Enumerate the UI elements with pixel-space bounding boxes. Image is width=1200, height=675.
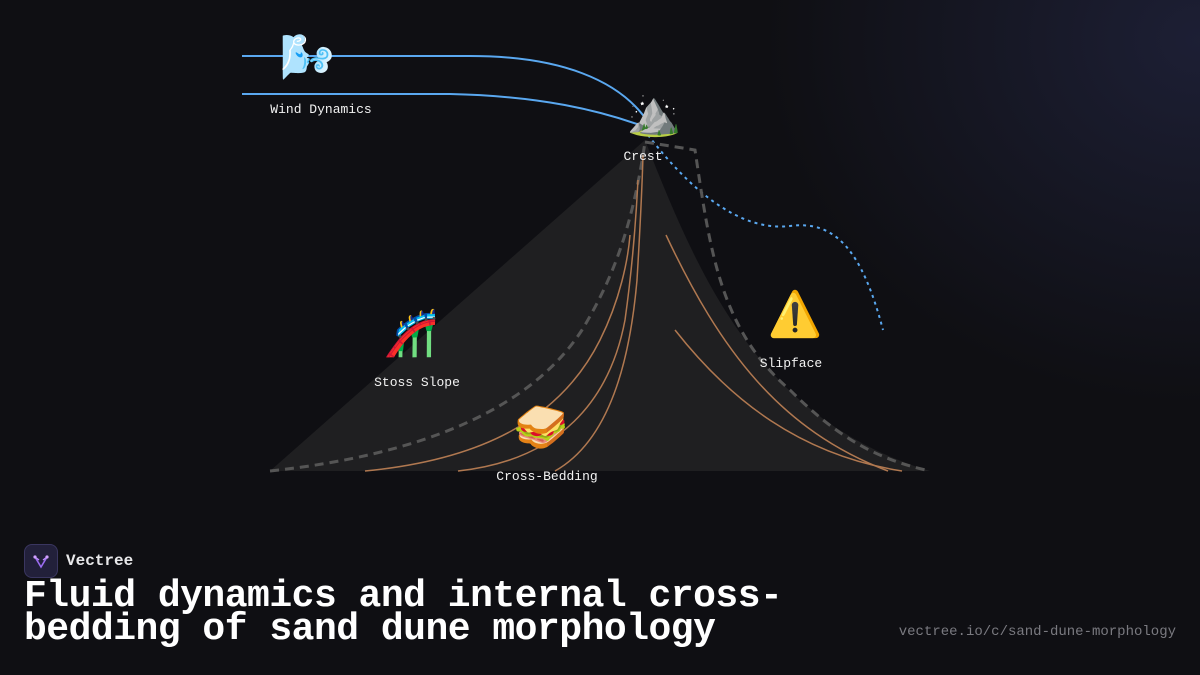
roller-coaster-icon: 🎢	[383, 308, 439, 359]
bedding-line	[674, 329, 903, 472]
bedding-line	[554, 154, 644, 472]
crest-label: Crest	[623, 149, 663, 164]
bedding-line	[364, 234, 631, 472]
wind-dynamics-label: Wind Dynamics	[270, 102, 372, 117]
mountain-icon: ⛰️	[626, 88, 682, 139]
warning-icon: ⚠️	[767, 289, 823, 340]
sandwich-icon: 🥪	[513, 402, 569, 453]
wind-face-icon: 🌬️	[279, 32, 335, 83]
bedding-line	[457, 179, 639, 472]
cross-bedding-label: Cross-Bedding	[496, 469, 598, 484]
brand: Vectree	[24, 544, 133, 578]
vectree-logo-icon	[24, 544, 58, 578]
wind-flow-line-lower	[242, 93, 649, 129]
stoss-slope-label: Stoss Slope	[374, 375, 460, 390]
wind-eddy-line	[647, 134, 884, 331]
dune-body	[270, 140, 930, 471]
slipface-label: Slipface	[759, 356, 823, 371]
dune-outline-lee	[644, 140, 931, 473]
source-url: vectree.io/c/sand-dune-morphology	[898, 624, 1176, 640]
wind-flow-line-upper	[242, 55, 649, 123]
cross-bedding-lines	[364, 154, 903, 472]
brand-name: Vectree	[66, 552, 134, 570]
dune-outline-stoss	[269, 141, 647, 473]
bedding-line	[665, 234, 889, 472]
page-title: Fluid dynamics and internal cross-beddin…	[24, 575, 783, 651]
